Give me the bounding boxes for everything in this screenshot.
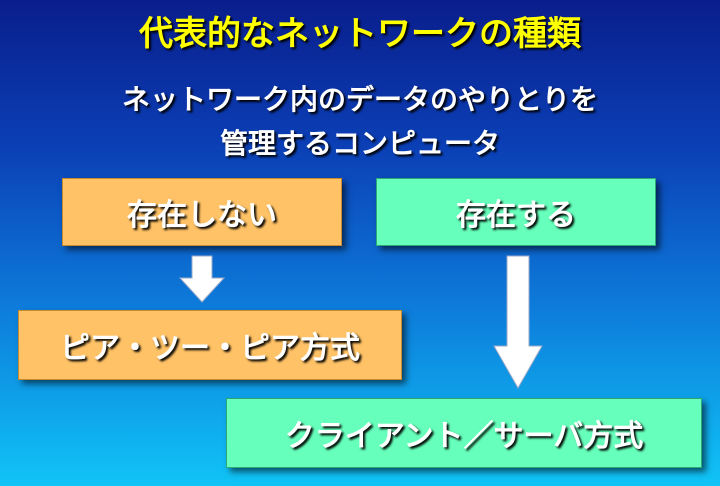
slide-title: 代表的なネットワークの種類	[139, 14, 581, 54]
client-server-label: クライアント／サーバ方式	[284, 419, 644, 454]
subtitle-line-2: 管理するコンピュータ	[219, 127, 500, 160]
subtitle-line-1: ネットワーク内のデータのやりとりを	[121, 83, 598, 116]
absent-box: 存在しない	[62, 178, 342, 246]
arrow-down-icon	[178, 255, 226, 303]
peer-to-peer-label: ピア・ツー・ピア方式	[60, 331, 360, 366]
client-server-box: クライアント／サーバ方式	[226, 398, 702, 468]
present-label: 存在する	[456, 198, 576, 233]
peer-to-peer-box: ピア・ツー・ピア方式	[18, 310, 402, 380]
absent-label: 存在しない	[127, 198, 277, 233]
present-box: 存在する	[376, 178, 656, 246]
arrow-down-long-icon	[493, 255, 543, 390]
